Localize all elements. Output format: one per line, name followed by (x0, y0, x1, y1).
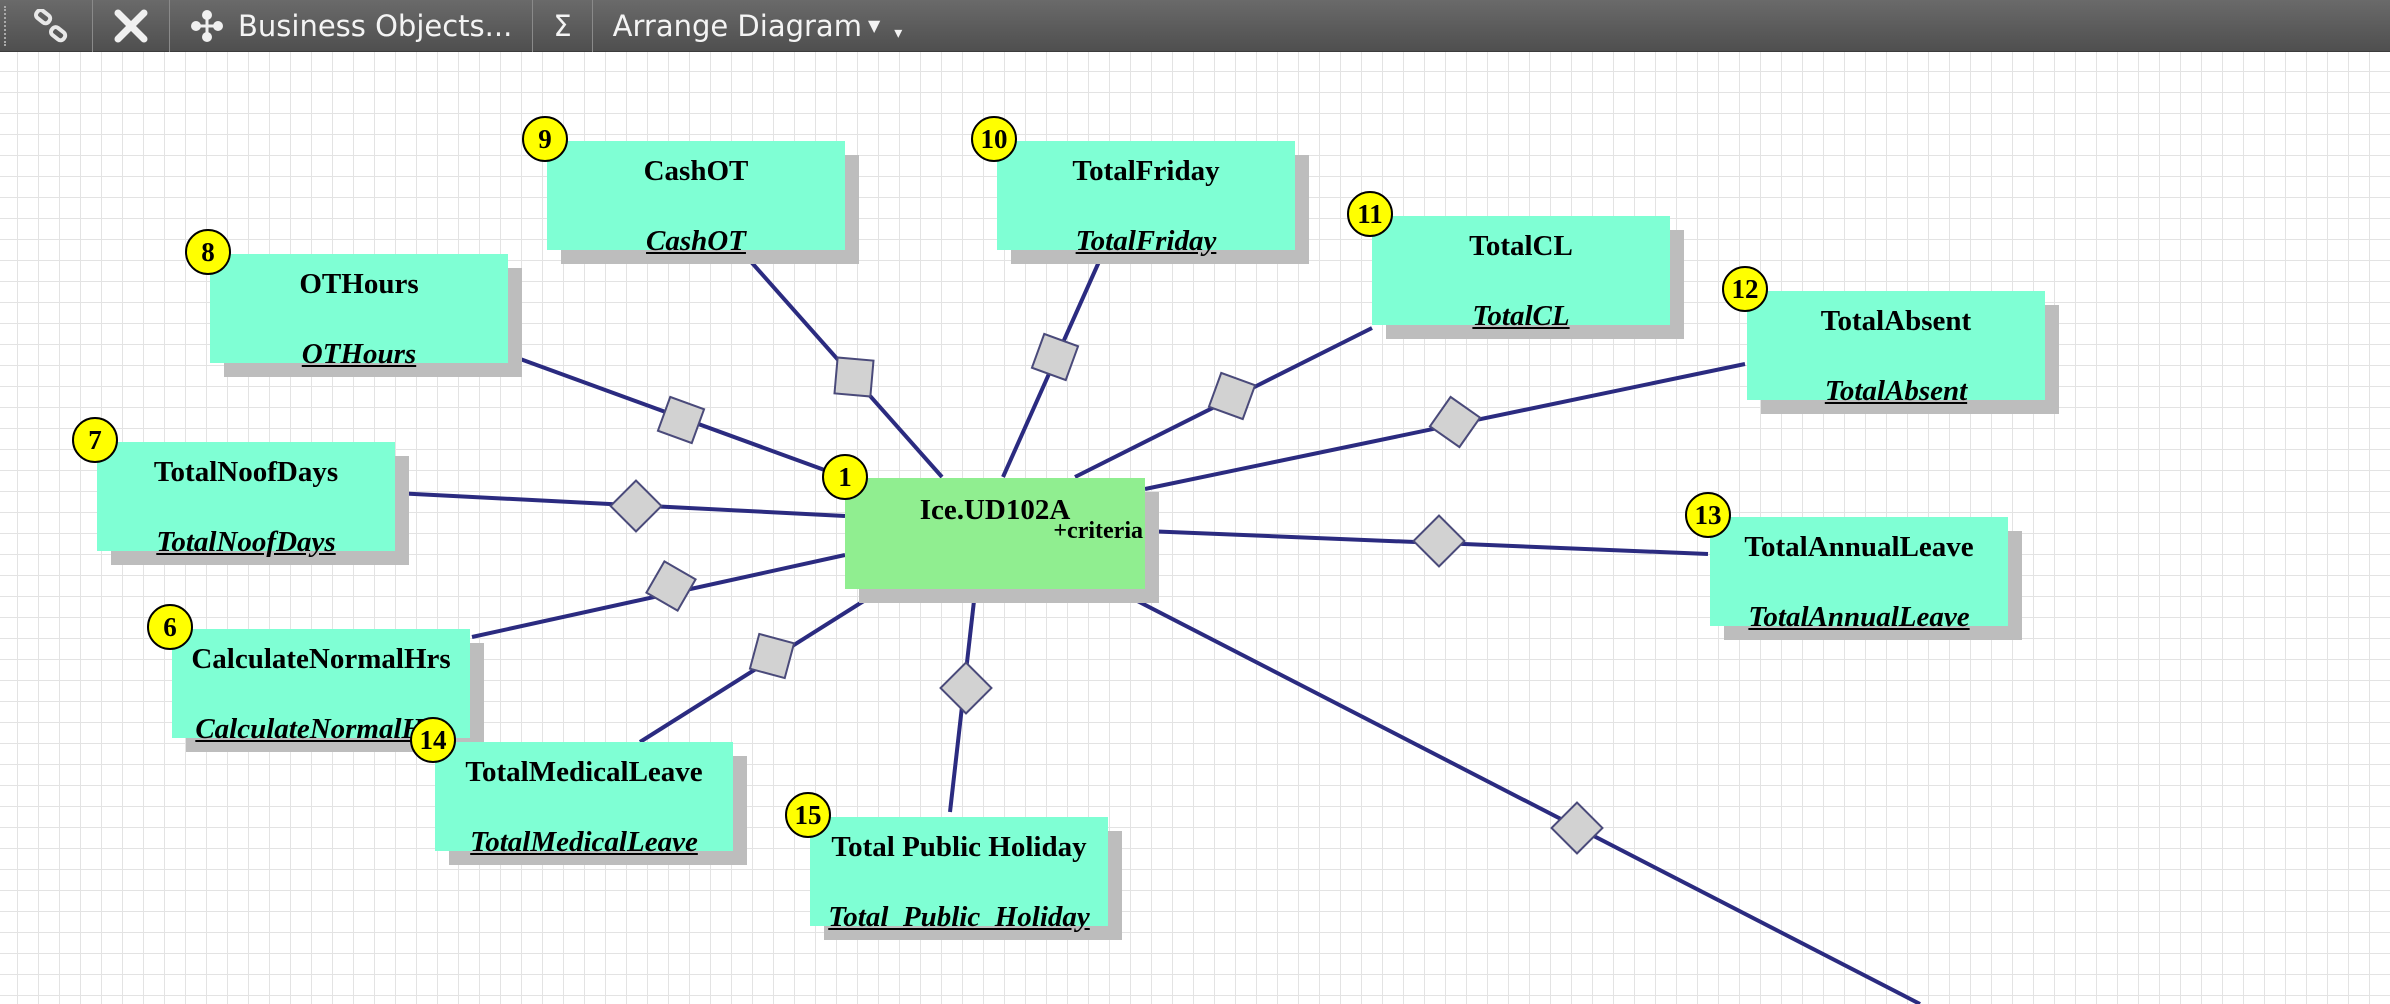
relation-diamond (645, 560, 697, 612)
entity-field: OTHours (301, 338, 417, 370)
entity-field: TotalFriday (1075, 225, 1217, 257)
relation-diamond (1030, 332, 1080, 382)
entity-box-cashot[interactable]: CashOT CashOT (547, 141, 845, 257)
entity-field: CalculateNormalHrs (195, 713, 447, 745)
relation-diamond (1428, 395, 1482, 449)
entity-name: CalculateNormalHrs (191, 643, 451, 675)
entity-field: TotalMedicalLeave (470, 826, 698, 858)
entity-box-totalcl[interactable]: TotalCL TotalCL (1372, 216, 1670, 332)
entity-name: TotalFriday (1072, 155, 1220, 187)
number-badge: 11 (1347, 191, 1393, 237)
entity-name: TotalAbsent (1820, 305, 1972, 337)
connector-offscreen (1119, 590, 1921, 1004)
link-icon (32, 8, 72, 43)
entity-box-othours[interactable]: OTHours OTHours (210, 254, 508, 370)
overflow-chevron-icon[interactable]: ▾ (894, 23, 903, 42)
center-entity-criteria: +criteria (1053, 518, 1143, 544)
entity-field: TotalNoofDays (156, 526, 336, 558)
relation-diamond (1412, 514, 1466, 568)
entity-field: TotalCL (1472, 300, 1570, 332)
arrange-diagram-menu[interactable]: Arrange Diagram ▼ ▾ (593, 0, 923, 52)
number-badge: 1 (822, 454, 868, 500)
business-objects-button[interactable]: Business Objects... (170, 0, 532, 52)
toolbar-separator (92, 0, 93, 52)
entity-name: CashOT (643, 155, 749, 187)
toolbar-separator (532, 0, 534, 52)
entity-field: TotalAbsent (1824, 375, 1968, 407)
link-button[interactable] (12, 0, 92, 52)
entity-box-totalnoofdays[interactable]: TotalNoofDays TotalNoofDays (97, 442, 395, 558)
entity-name: TotalNoofDays (153, 456, 339, 488)
diagram-toolbar: Business Objects... Σ Arrange Diagram ▼ … (0, 0, 2390, 52)
entity-box-totalfriday[interactable]: TotalFriday TotalFriday (997, 141, 1295, 257)
number-badge: 9 (522, 116, 568, 162)
number-badge: 13 (1685, 492, 1731, 538)
number-badge: 12 (1722, 266, 1768, 312)
sum-button[interactable]: Σ (533, 0, 591, 52)
entity-box-totalmedicalleave[interactable]: TotalMedicalLeave TotalMedicalLeave (435, 742, 733, 858)
toolbar-separator (591, 0, 593, 52)
relation-diamond (1207, 371, 1257, 421)
entity-field: Total_Public_Holiday (828, 901, 1090, 933)
entity-box-totalabsent[interactable]: TotalAbsent TotalAbsent (1747, 291, 2045, 407)
relation-diamond (748, 632, 796, 680)
business-objects-label: Business Objects... (238, 8, 513, 43)
entity-field: CashOT (646, 225, 746, 257)
relation-diamond (833, 356, 875, 398)
business-objects-icon (190, 9, 224, 43)
sum-icon: Σ (553, 8, 572, 43)
number-badge: 7 (72, 417, 118, 463)
center-entity-name: Ice.UD102A (919, 494, 1071, 526)
entity-name: TotalMedicalLeave (465, 756, 703, 788)
entity-box-totalpublicholiday[interactable]: Total Public Holiday Total_Public_Holida… (810, 817, 1108, 933)
entity-name: OTHours (299, 268, 419, 300)
dropdown-caret-icon: ▼ (867, 16, 881, 35)
relation-diamond (939, 661, 993, 715)
entity-box-totalannualleave[interactable]: TotalAnnualLeave TotalAnnualLeave (1710, 517, 2008, 633)
connector-layer (394, 253, 1921, 1004)
toolbar-separator (169, 0, 170, 52)
relation-diamond (656, 395, 706, 445)
diagram-canvas[interactable]: Ice.UD102A +criteria 1 TotalNoofDays Tot… (0, 52, 2390, 1004)
number-badge: 8 (185, 229, 231, 275)
entity-name: Total Public Holiday (831, 831, 1087, 863)
entity-name: TotalCL (1469, 230, 1573, 262)
toolbar-grip[interactable] (4, 5, 12, 46)
close-icon (113, 8, 149, 44)
arrange-diagram-label: Arrange Diagram (612, 8, 862, 43)
entity-field: TotalAnnualLeave (1748, 601, 1970, 633)
delete-button[interactable] (93, 0, 169, 52)
relation-diamond (609, 479, 663, 533)
entity-name: TotalAnnualLeave (1744, 531, 1974, 563)
number-badge: 15 (785, 792, 831, 838)
number-badge: 6 (147, 604, 193, 650)
center-entity-box[interactable]: Ice.UD102A +criteria (845, 478, 1145, 589)
number-badge: 14 (410, 717, 456, 763)
relation-diamond (1550, 801, 1604, 855)
number-badge: 10 (971, 116, 1017, 162)
